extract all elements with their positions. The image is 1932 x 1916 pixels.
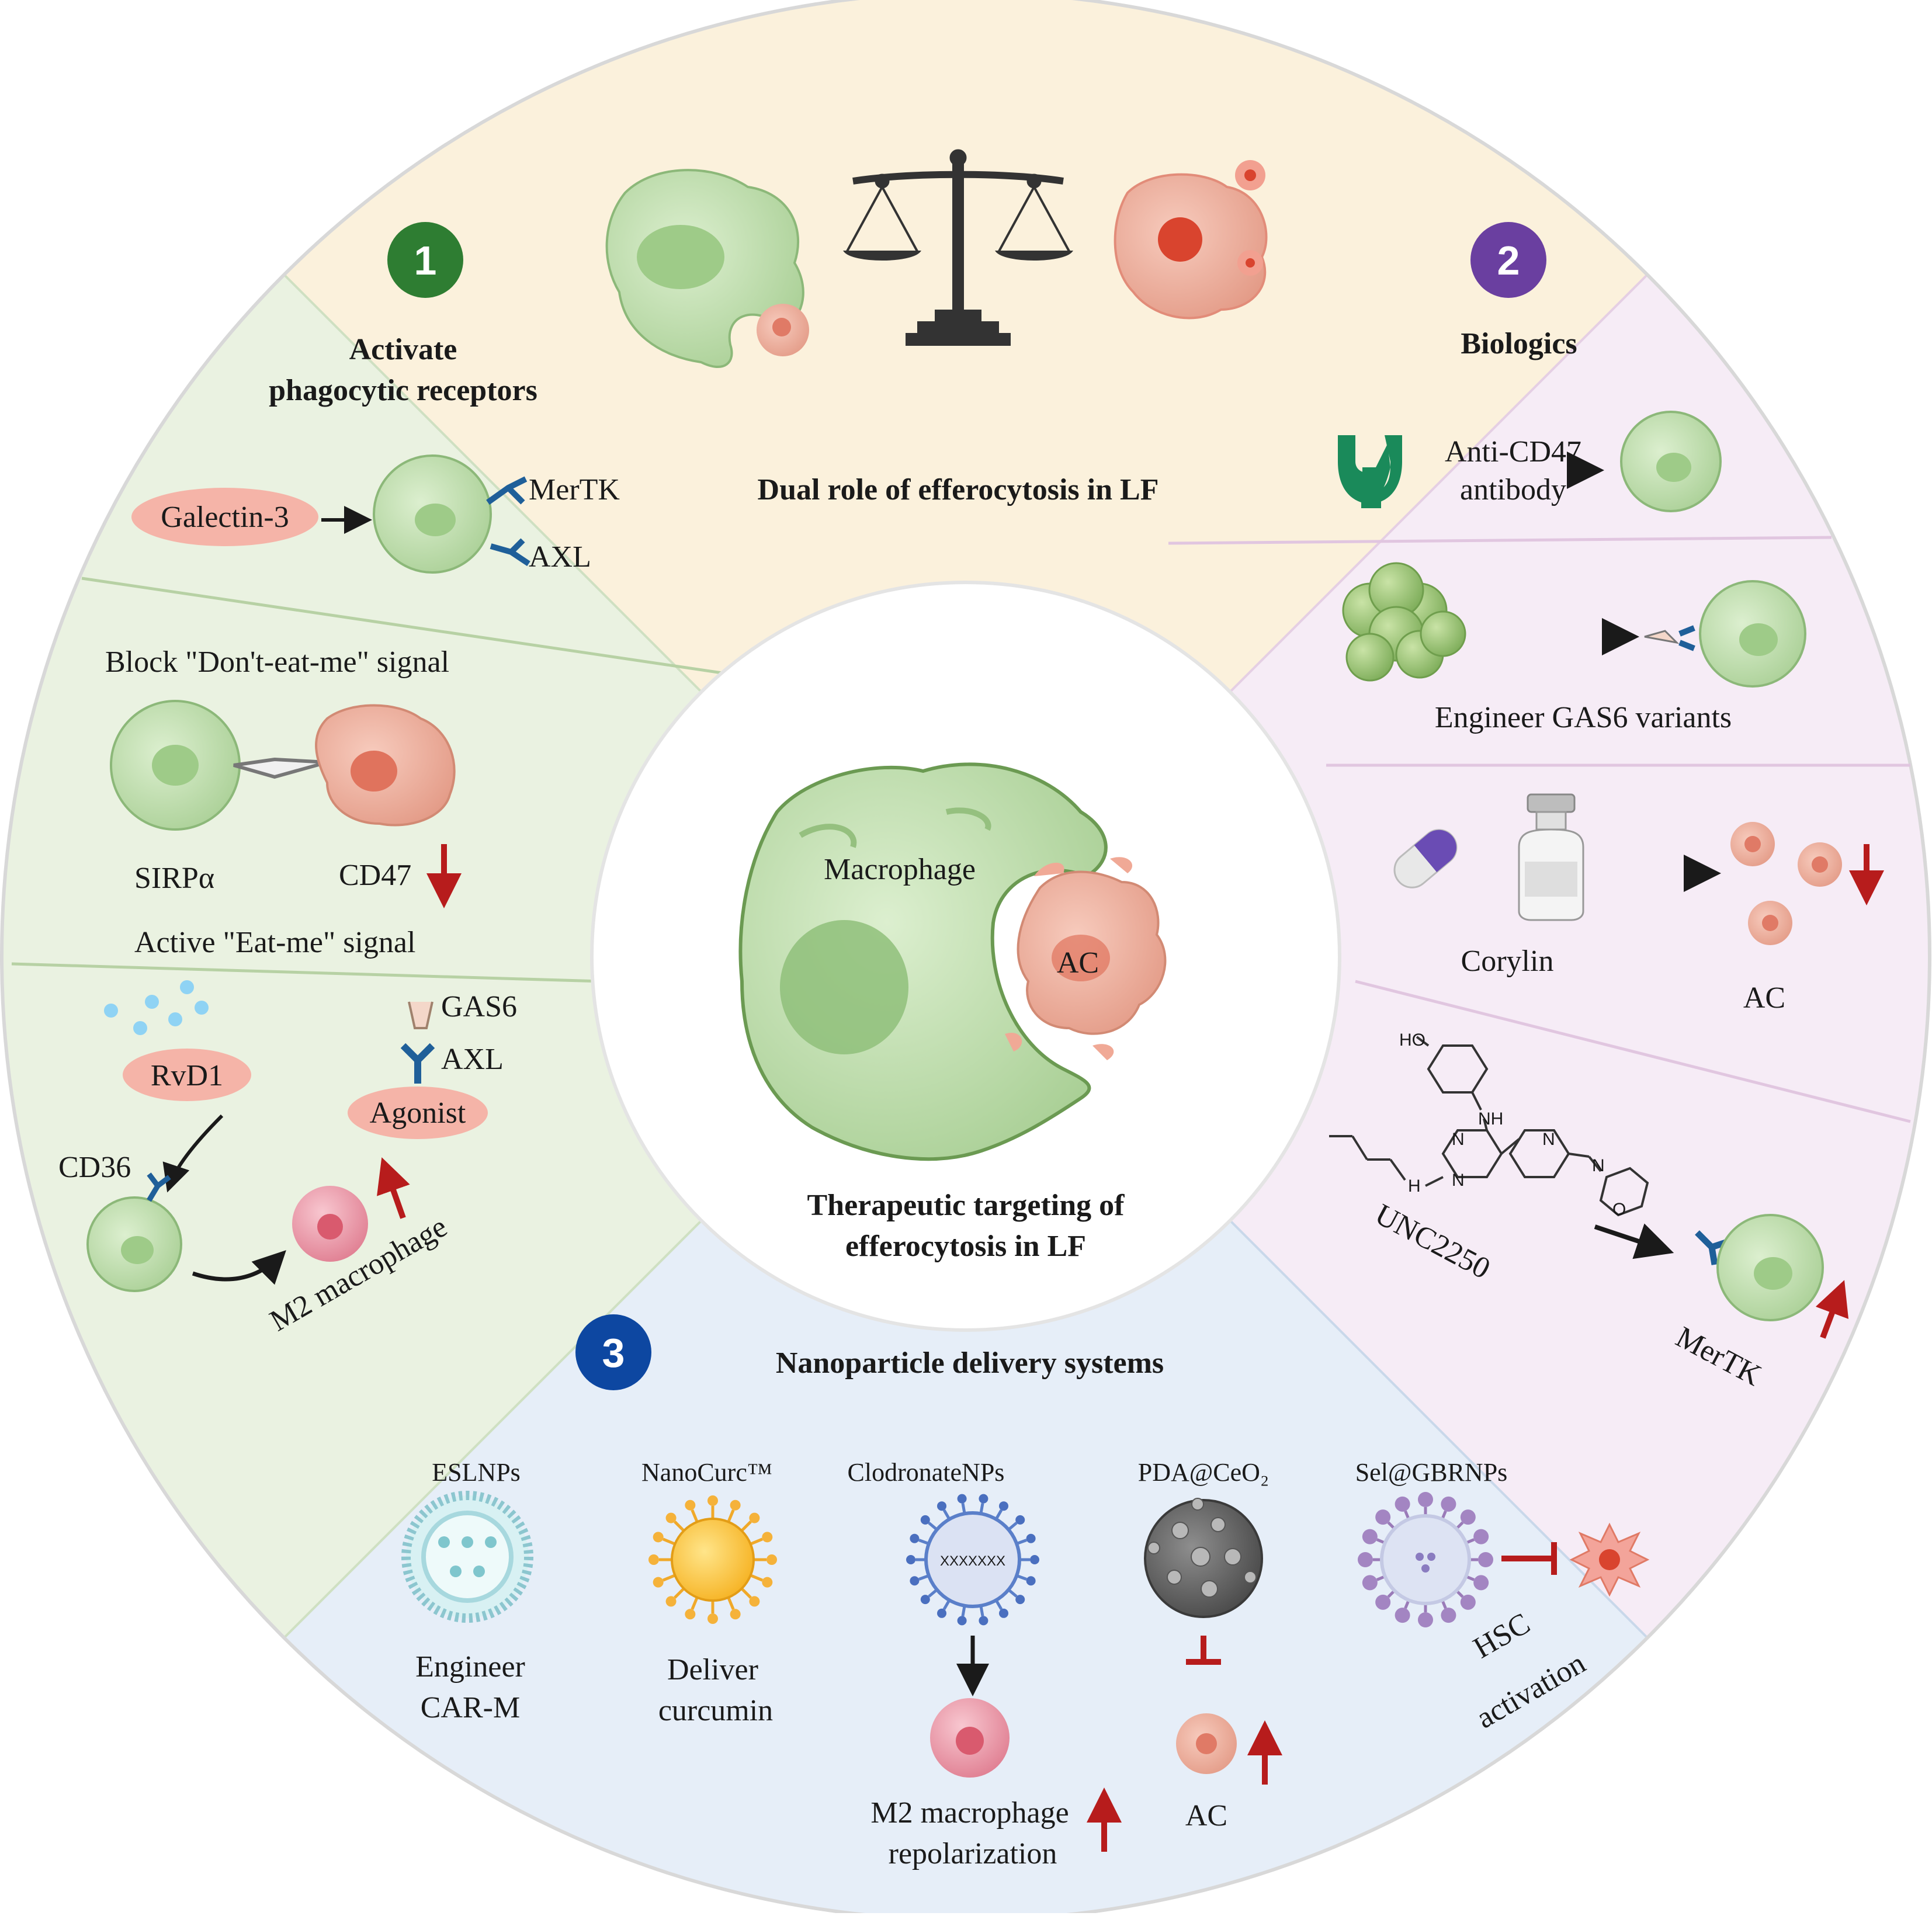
sel-inhibit-icon <box>1501 1542 1557 1575</box>
center-macrophage-label: Macrophage <box>824 853 976 886</box>
agonist-label: Agonist <box>370 1096 466 1130</box>
top-title: Dual role of efferocytosis in LF <box>758 473 1159 506</box>
pda-ceo2-particle-icon <box>1144 1498 1263 1618</box>
rvd1-label: RvD1 <box>151 1059 223 1092</box>
center-title-line1: Therapeutic targeting of <box>807 1189 1125 1222</box>
center-macrophage <box>738 762 1108 1161</box>
eslnps-liposome-icon <box>401 1491 533 1623</box>
sirpa-label: SIRPα <box>134 862 214 895</box>
mertk-label: MerTK <box>529 473 620 506</box>
nanocurc-desc-2: curcumin <box>658 1694 773 1727</box>
anti-cd47-label-1: Anti-CD47 <box>1445 435 1581 468</box>
section3-number-badge <box>575 1314 651 1390</box>
eslnps-desc-1: Engineer <box>415 1650 525 1684</box>
center-title-line2: efferocytosis in LF <box>845 1230 1086 1263</box>
chem-label-n2: N <box>1452 1171 1465 1190</box>
chem-label-nh: NH <box>1478 1109 1503 1129</box>
section3-title: Nanoparticle delivery systems <box>776 1346 1164 1380</box>
section2-number: 2 <box>1497 238 1520 283</box>
m2-up-arrow-icon <box>377 1157 410 1219</box>
chem-label-h: H <box>1408 1176 1421 1196</box>
eslnps-name: ESLNPs <box>432 1458 521 1487</box>
center-illustration: Macrophage AC Therapeutic targeting of e… <box>738 762 1167 1263</box>
block-signal-label: Block "Don't-eat-me" signal <box>105 645 449 679</box>
section3-number: 3 <box>602 1330 625 1376</box>
mertk-receptor-icon <box>486 476 528 505</box>
chem-label-o: O <box>1612 1200 1626 1219</box>
unc2250-structure-icon <box>1329 1036 1649 1217</box>
gas6-variants-label: Engineer GAS6 variants <box>1435 701 1732 734</box>
dna-label: XXXXXXX <box>940 1553 1005 1569</box>
active-signal-label: Active "Eat-me" signal <box>134 926 415 959</box>
clodronate-name: ClodronateNPs <box>848 1458 1005 1487</box>
section2-number-badge <box>1470 222 1546 298</box>
sel-name: Sel@GBRNPs <box>1355 1458 1508 1487</box>
center-ac-label: AC <box>1057 946 1099 980</box>
pda-name: PDA@CeO₂ <box>1138 1458 1269 1487</box>
top-section: Dual role of efferocytosis in LF <box>605 149 1268 506</box>
balance-scale-icon <box>842 149 1074 346</box>
cd47-label: CD47 <box>339 859 411 892</box>
section2-ac-label: AC <box>1743 981 1785 1015</box>
galectin-label: Galectin-3 <box>161 501 289 534</box>
gas6-axl-receptor-icon <box>400 1001 435 1084</box>
section2-title: Biologics <box>1461 327 1577 360</box>
nanocurc-desc-1: Deliver <box>667 1653 758 1686</box>
galectin-pill <box>131 488 318 546</box>
section3: 3 Nanoparticle delivery systems ESLNPs E… <box>401 1314 1650 1870</box>
eslnps-desc-2: CAR-M <box>421 1691 520 1724</box>
clodronate-desc-1: M2 macrophage <box>870 1796 1069 1830</box>
pda-inhibit-icon <box>1186 1636 1221 1665</box>
section1-number: 1 <box>414 238 437 283</box>
gas6-label: GAS6 <box>441 990 517 1023</box>
capsule-icon <box>1393 829 1458 888</box>
section1-number-badge <box>387 222 463 298</box>
pda-desc-1: AC <box>1185 1799 1227 1832</box>
mertk-up-arrow-icon <box>1815 1280 1849 1339</box>
gas6-variant-cluster-icon <box>1342 562 1466 682</box>
anti-cd47-label-2: antibody <box>1460 473 1566 506</box>
clodronate-liposome-icon: XXXXXXX <box>906 1494 1039 1626</box>
section1-title-line1: Activate <box>349 333 457 366</box>
chem-label-ho: HO <box>1399 1030 1425 1050</box>
chem-label-n3: N <box>1542 1130 1555 1149</box>
axl2-label: AXL <box>441 1043 504 1076</box>
chem-label-n1: N <box>1452 1130 1465 1149</box>
nanocurc-name: NanoCurc™ <box>641 1458 772 1487</box>
vial-icon <box>1518 793 1584 921</box>
sel-gbrnps-particle-icon <box>1358 1492 1493 1627</box>
clodronate-desc-2: repolarization <box>889 1837 1057 1870</box>
cd36-receptor-icon <box>147 1172 171 1202</box>
corylin-label: Corylin <box>1461 945 1554 978</box>
nanocurc-micelle-icon <box>648 1495 777 1624</box>
rvd1-dots-icon <box>104 980 209 1035</box>
apoptotic-cells-icon <box>1730 822 1842 945</box>
axl-label: AXL <box>529 540 591 574</box>
cd36-label: CD36 <box>58 1151 131 1184</box>
section1-title-line2: phagocytic receptors <box>269 374 537 407</box>
chem-label-n4: N <box>1592 1156 1605 1175</box>
axl-receptor-icon <box>490 538 530 567</box>
